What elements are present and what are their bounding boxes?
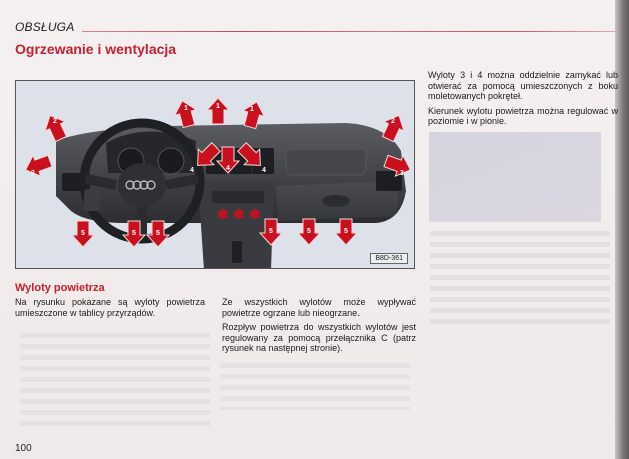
show-through-text-block [430, 228, 610, 328]
svg-text:2: 2 [53, 118, 57, 125]
paragraph-direction: Kierunek wylotu powietrza można regulowa… [428, 105, 618, 127]
subheading-air-outlets: Wyloty powietrza [15, 282, 105, 294]
page-title: Ogrzewanie i wentylacja [15, 41, 177, 57]
svg-text:4: 4 [226, 165, 230, 172]
svg-text:3: 3 [400, 170, 404, 177]
show-through-text-block [220, 360, 410, 410]
svg-text:4: 4 [262, 167, 266, 174]
section-divider [82, 31, 615, 32]
svg-text:4: 4 [190, 167, 194, 174]
show-through-photo [429, 132, 601, 222]
paragraph-air-temperature: Ze wszystkich wylotów może wypływać powi… [222, 297, 416, 318]
figure-code: B8D-361 [370, 253, 408, 264]
dashboard-illustration: 1 1 1 2 2 3 3 4 4 4 5 5 5 5 5 5 [16, 81, 414, 268]
svg-text:2: 2 [391, 118, 395, 125]
show-through-text-block [20, 330, 210, 430]
svg-text:3: 3 [31, 170, 35, 177]
svg-text:1: 1 [250, 106, 254, 113]
middle-column-text: Ze wszystkich wylotów może wypływać powi… [222, 297, 416, 354]
svg-text:1: 1 [216, 103, 220, 110]
page-edge-shadow [615, 0, 629, 459]
svg-text:5: 5 [156, 230, 160, 237]
svg-text:1: 1 [184, 105, 188, 112]
right-column-text: Wyloty 3 i 4 można oddzielnie zamykać lu… [428, 70, 618, 127]
paragraph-outlets-3-4: Wyloty 3 i 4 można oddzielnie zamykać lu… [428, 70, 618, 101]
section-label: OBSŁUGA [15, 20, 75, 34]
svg-text:5: 5 [344, 228, 348, 235]
svg-text:5: 5 [269, 228, 273, 235]
paragraph-figure-description: Na rysunku pokazane są wyloty powietrza … [15, 297, 205, 318]
page-number: 100 [15, 443, 32, 454]
svg-text:5: 5 [132, 230, 136, 237]
paragraph-air-distribution: Rozpływ powietrza do wszystkich wylotów … [222, 322, 416, 353]
svg-text:5: 5 [307, 228, 311, 235]
dashboard-air-outlets-figure: 1 1 1 2 2 3 3 4 4 4 5 5 5 5 5 5 B8D-361 [15, 80, 415, 269]
svg-text:5: 5 [81, 230, 85, 237]
left-column-text: Na rysunku pokazane są wyloty powietrza … [15, 297, 205, 318]
